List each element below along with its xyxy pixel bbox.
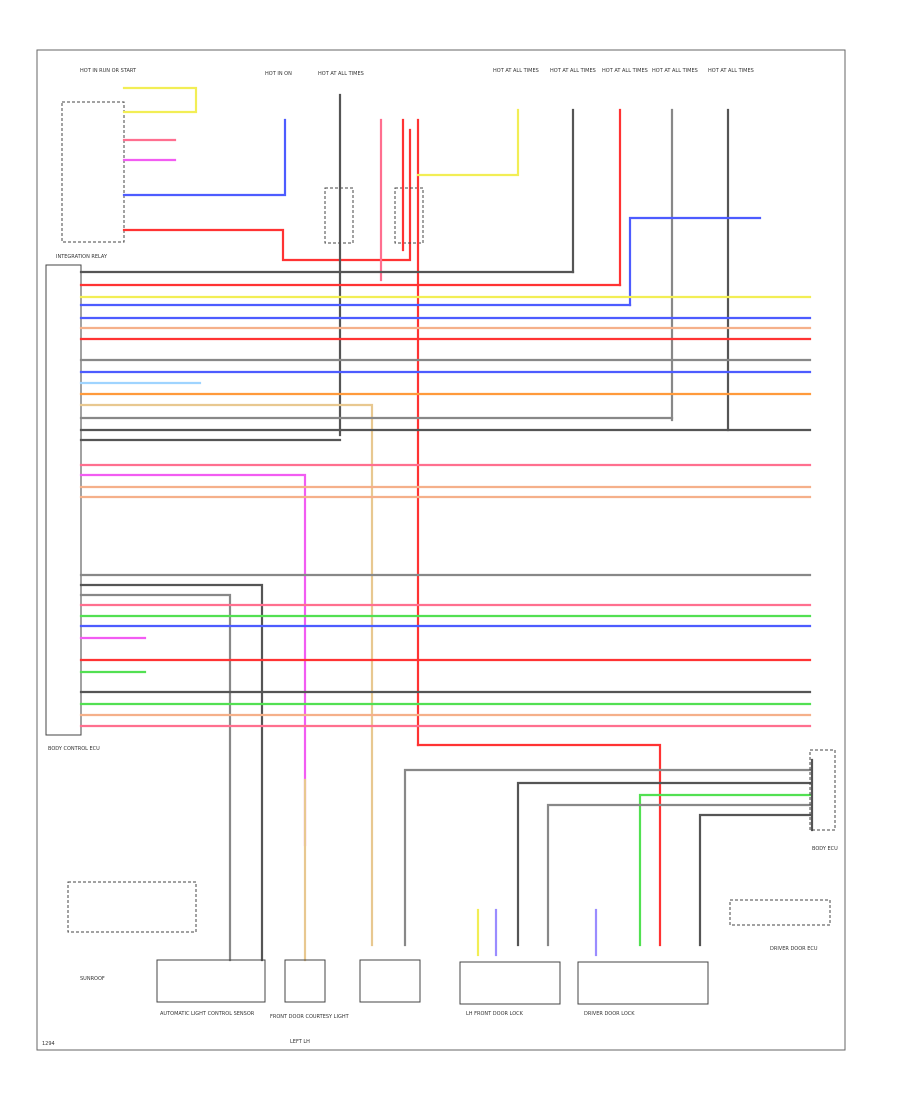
bottom-left-label: SUNROOF <box>80 976 105 982</box>
wire-top-yellow-h <box>416 108 520 177</box>
wire-lower-5 <box>698 813 812 947</box>
ignition-switch-box <box>61 101 125 243</box>
bottom-right2-label: DRIVER DOOR LOCK <box>584 1011 635 1017</box>
bottom-module-3 <box>359 959 421 1003</box>
page-code: 1294 <box>42 1041 55 1047</box>
bottom-module-5 <box>577 961 709 1005</box>
integration-relay-box <box>45 264 82 736</box>
harness-21 <box>79 583 264 962</box>
wire-lower-3 <box>638 793 812 947</box>
bottom-module-1 <box>156 959 266 1003</box>
body-ecu-label: BODY CONTROL ECU <box>48 746 100 752</box>
harness-17 <box>79 473 307 847</box>
bottom-left-dashed <box>67 881 197 933</box>
diagram-frame <box>36 49 846 1051</box>
integration-relay-label: INTEGRATION RELAY <box>56 254 108 260</box>
bottom-mid3-label: LEFT LH <box>290 1039 310 1045</box>
right-connector-box <box>809 749 836 831</box>
right-fuse-label-2: HOT AT ALL TIMES <box>550 68 596 74</box>
wire-top-left-yellow <box>122 86 198 114</box>
wire-top-left-red <box>122 128 412 262</box>
bottom-module-2 <box>284 959 326 1003</box>
right-connector-label: BODY ECU <box>812 846 838 852</box>
harness-22 <box>79 593 232 962</box>
right-fuse-label-5: HOT AT ALL TIMES <box>708 68 754 74</box>
wire-lower-4 <box>546 803 812 947</box>
wire-lower-2 <box>516 781 812 947</box>
wire-top-left-blue <box>122 118 287 197</box>
top-fuse-label-2: HOT AT ALL TIMES <box>318 71 364 77</box>
wire-lower-red <box>416 743 662 947</box>
right-fuse-label-3: HOT AT ALL TIMES <box>602 68 648 74</box>
right-fuse-label-4: HOT AT ALL TIMES <box>652 68 698 74</box>
harness-12 <box>79 403 374 947</box>
left-fuse-label: HOT IN RUN OR START <box>80 68 137 74</box>
bottom-right1-label: LH FRONT DOOR LOCK <box>466 1011 524 1017</box>
right-fuse-label-1: HOT AT ALL TIMES <box>493 68 539 74</box>
bottom-far-right-label: DRIVER DOOR ECU <box>770 946 818 952</box>
bottom-mid-label: AUTOMATIC LIGHT CONTROL SENSOR <box>160 1011 255 1017</box>
top-fuse-label-1: HOT IN ON <box>265 71 292 77</box>
top-relay-box-2 <box>394 187 424 244</box>
wire-right-blue-top <box>628 216 762 307</box>
bottom-module-4 <box>459 961 561 1005</box>
wire-lower-1 <box>403 768 812 947</box>
right-lower-box <box>729 899 831 926</box>
bottom-mid2-label: FRONT DOOR COURTESY LIGHT <box>270 1014 350 1020</box>
